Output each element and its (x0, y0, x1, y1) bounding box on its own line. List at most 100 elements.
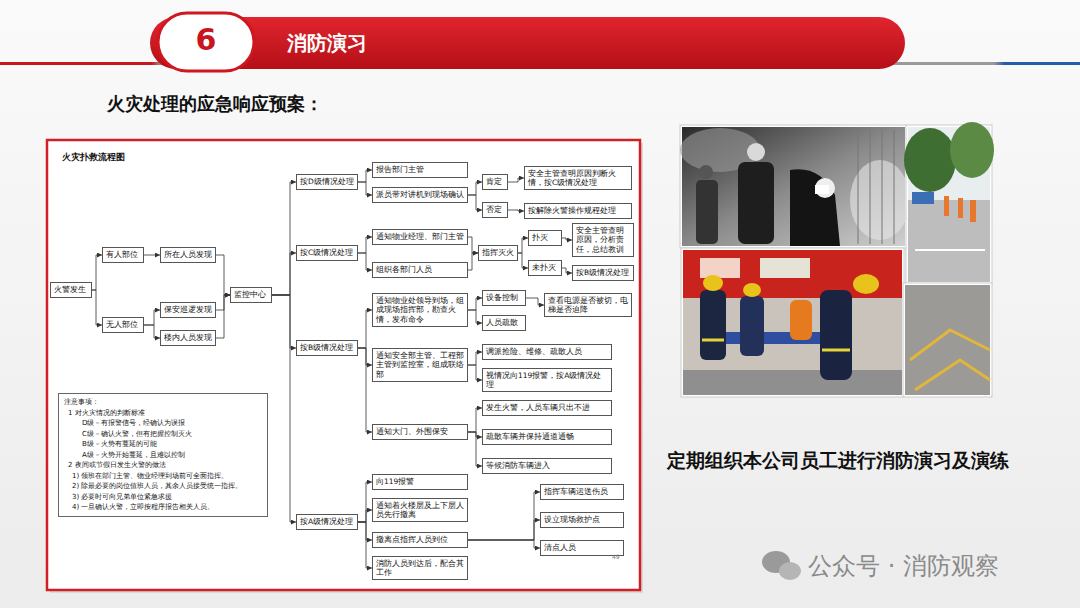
connector (92, 255, 102, 290)
box-text: 监控中心 (234, 290, 268, 299)
shutter-line (858, 130, 859, 244)
note-line: 3) 必要时可向兄弟单位紧急求援 (64, 492, 262, 503)
box-text: 疏散车辆并保持通道通畅 (486, 432, 608, 441)
process-box: 人员疏散 (482, 315, 526, 330)
truck-panel (760, 258, 810, 278)
note-line: 1 对火灾情况的判断标准 (64, 408, 262, 419)
box-text: 派员带对讲机到现场确认 (376, 190, 464, 199)
process-box: 火警发生 (50, 282, 92, 297)
process-box: 安全主管查明原因判断火情，按C级情况处理 (524, 166, 632, 191)
connector (272, 295, 296, 522)
box-text: 肯定 (486, 177, 504, 186)
tree (904, 128, 956, 192)
box-text: 等候消防车辆进入 (486, 461, 608, 470)
box-text: 按A级情况处理 (300, 517, 354, 526)
photo-caption: 定期组织本公司员工进行消防演习及演练 (667, 448, 1009, 474)
box-text: 安全主管查明原因，分析责任，总结教训 (576, 226, 630, 254)
connector (518, 253, 528, 268)
photo-frame (903, 283, 992, 397)
process-box: 等候消防车辆进入 (482, 458, 612, 473)
photo-ground (683, 250, 902, 395)
firefighter (820, 290, 852, 380)
note-line: 1) 领班在部门主管、物业经理到场前可全面指挥。 (64, 471, 262, 482)
box-text: 消防人员到达后，配合其工作 (376, 559, 464, 578)
box-text: 向119报警 (376, 477, 464, 486)
wechat-icon (762, 551, 801, 580)
process-box: 安全主管查明原因，分析责任，总结教训 (572, 223, 634, 257)
connector (216, 255, 230, 295)
icon-bubble (779, 562, 801, 580)
section-number: 6 (158, 22, 254, 57)
process-box: 无人部位 (102, 317, 144, 332)
connector (526, 298, 544, 305)
process-box: 通知安全部主管、工程部主管到监控室，组成联络部 (372, 348, 468, 382)
hose (915, 249, 985, 251)
process-box: 按C级情况处理 (296, 245, 358, 260)
process-box: 疏散车辆并保持通道通畅 (482, 429, 612, 444)
connector (508, 210, 524, 211)
process-box: 向119报警 (372, 474, 468, 489)
reflective-stripe (822, 349, 850, 352)
process-box: 撤离点指挥人员到位 (372, 532, 468, 547)
box-text: 设备控制 (486, 293, 522, 302)
connector (216, 295, 230, 338)
box-text: 按B级情况处理 (576, 268, 630, 277)
connector (562, 268, 572, 273)
box-text: 组织各部门人员 (376, 265, 464, 274)
tree (950, 122, 994, 178)
truck-window (700, 258, 740, 278)
box-text: 调派抢险、维修、疏散人员 (486, 347, 608, 356)
process-box: 未扑灭 (528, 260, 562, 275)
person-body (696, 180, 718, 244)
smoke-cloud (850, 160, 910, 240)
page-number: 49 (612, 553, 620, 560)
connector (468, 352, 482, 365)
watermark: 公众号 · 消防观察 (808, 550, 999, 582)
person-head (815, 178, 835, 198)
connector (468, 298, 482, 310)
number-badge (158, 13, 254, 71)
process-box: 通知物业经理、部门主管 (372, 229, 468, 244)
process-box: 按解除火警操作规程处理 (524, 203, 632, 218)
box-text: 安全主管查明原因判断火情，按C级情况处理 (528, 169, 628, 188)
note-line: 2 夜间或节假日发生火警的做法 (64, 460, 262, 471)
firefighter (740, 296, 764, 356)
shutter-line (882, 130, 883, 244)
box-text: 按解除火警操作规程处理 (528, 206, 628, 215)
figure (958, 198, 963, 218)
firefighter (700, 290, 726, 360)
connector (508, 178, 524, 182)
box-text: 按B级情况处理 (300, 343, 354, 352)
box-text: 清点人员 (544, 543, 620, 552)
connector (358, 348, 372, 432)
drill-photo-outdoor (904, 122, 994, 284)
asphalt (905, 285, 990, 395)
road-marking (915, 360, 990, 390)
note-line: B级－火势有蔓延的可能 (64, 439, 262, 450)
process-box: 发生火警，人员车辆只出不进 (482, 400, 612, 415)
process-box: 按B级情况处理 (572, 265, 634, 280)
chart-title: 火灾扑救流程图 (62, 151, 125, 164)
connector (358, 182, 372, 195)
connector (468, 310, 482, 323)
process-box: 通知大门、外围保安 (372, 424, 468, 439)
figure (970, 200, 976, 222)
reflective-stripe (702, 339, 724, 342)
process-box: 楼内人员发现 (160, 330, 216, 345)
connector (144, 255, 160, 256)
box-text: 设立现场救护点 (544, 515, 620, 524)
connector (468, 432, 482, 437)
connector (562, 238, 572, 240)
connector (272, 182, 296, 295)
helmet (703, 275, 723, 291)
connector (468, 492, 540, 540)
road-marking (910, 330, 990, 360)
process-box: 保安巡逻发现 (160, 302, 216, 317)
connector (468, 195, 482, 210)
process-box: 设备控制 (482, 290, 526, 305)
box-text: 通知着火楼层及上下层人员先行撤离 (376, 501, 464, 520)
connector (518, 238, 528, 253)
process-box: 清点人员 (540, 540, 624, 555)
box-text: 保安巡逻发现 (164, 305, 212, 314)
box-text: 所在人员发现 (164, 250, 212, 259)
